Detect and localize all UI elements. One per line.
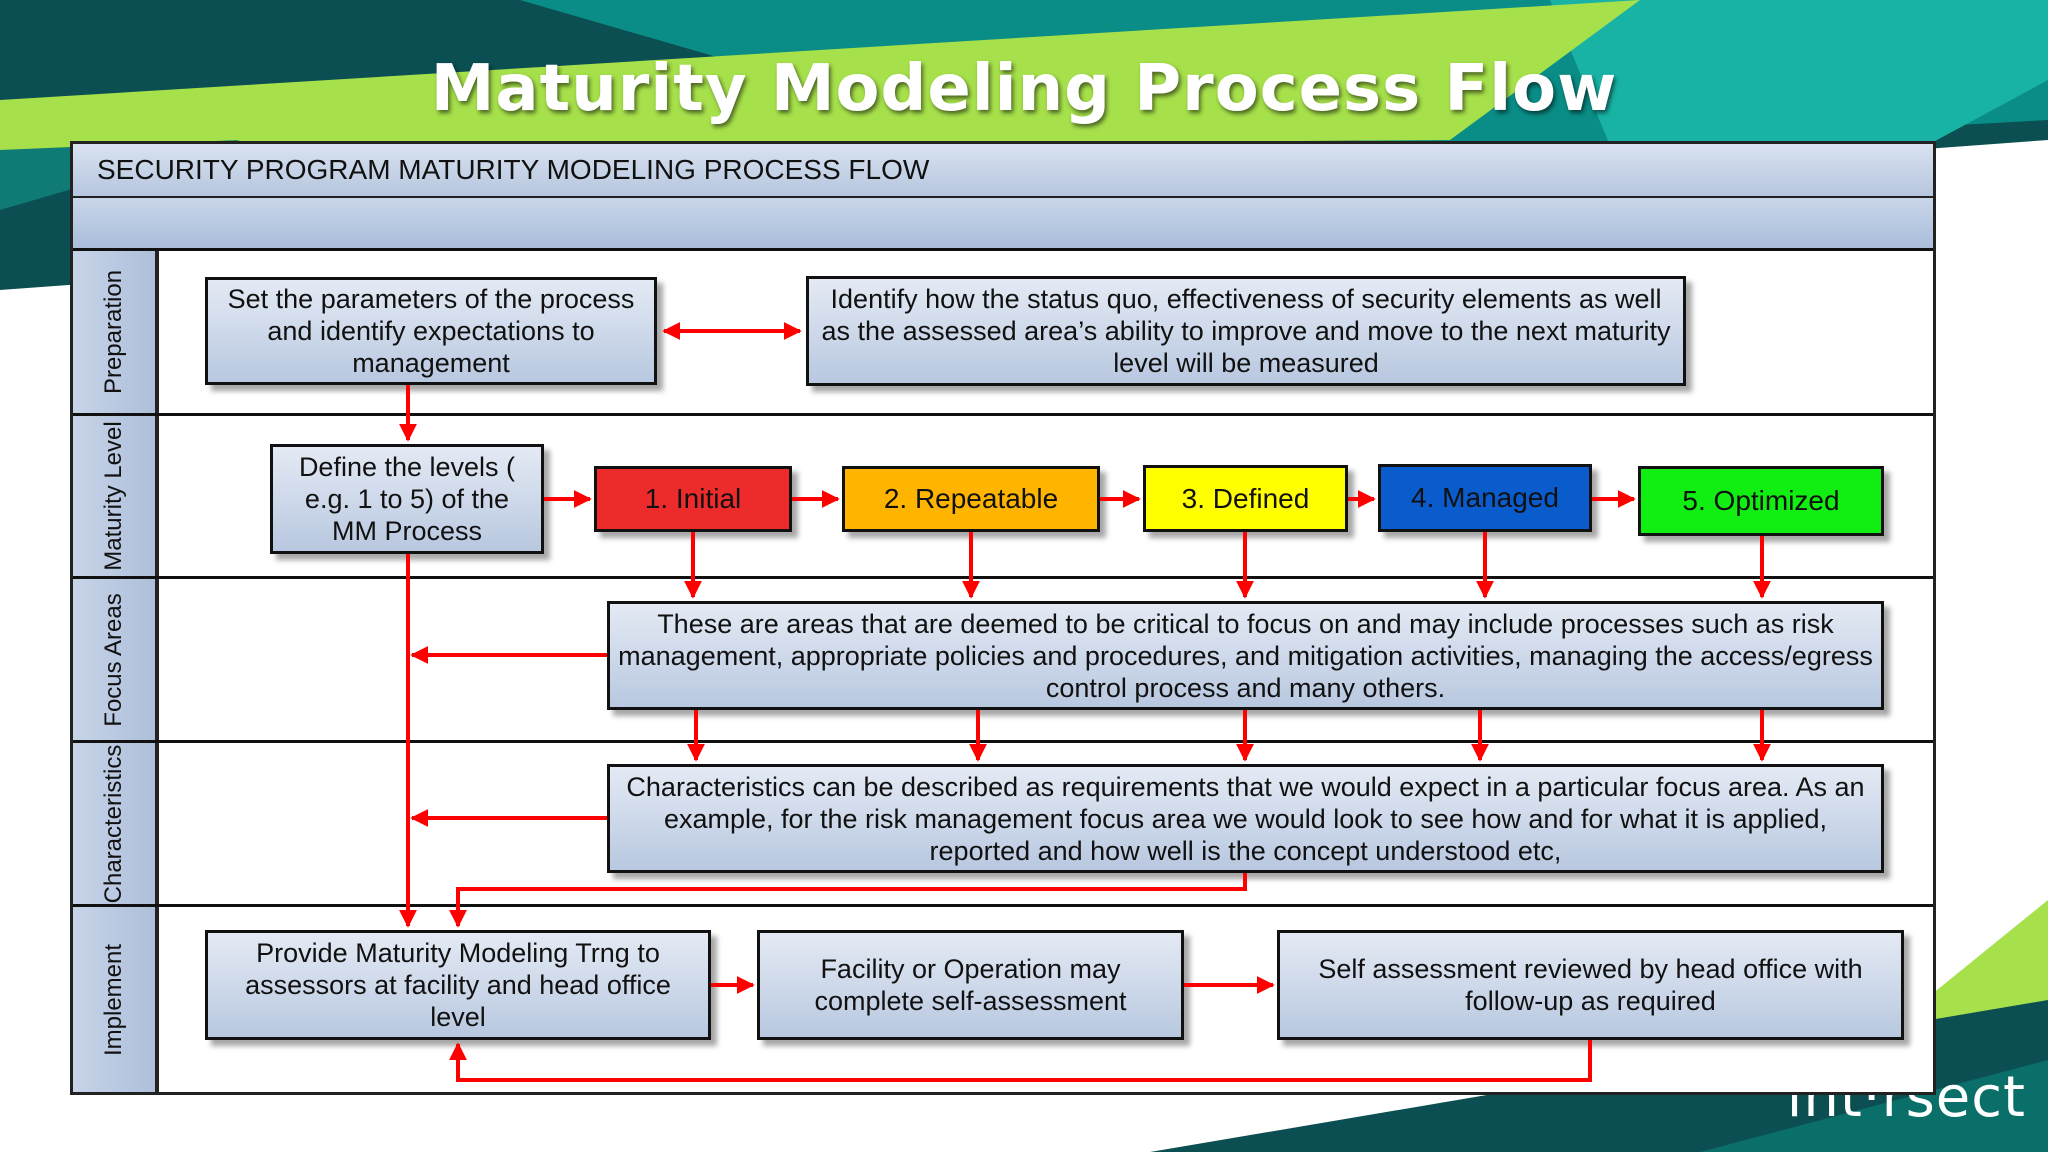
- slide-title: Maturity Modeling Process Flow: [430, 52, 1618, 126]
- lane-label-focus-areas: Focus Areas: [73, 579, 159, 740]
- level-optimized: 5. Optimized: [1638, 466, 1884, 536]
- box-set-parameters: Set the parameters of the process and id…: [205, 277, 657, 385]
- diagram-subheader: [73, 198, 1933, 251]
- box-provide-training: Provide Maturity Modeling Trng to assess…: [205, 930, 711, 1040]
- lane-label-maturity-level: Maturity Level: [73, 416, 159, 576]
- box-focus-areas: These are areas that are deemed to be cr…: [607, 601, 1884, 710]
- box-self-assessment: Facility or Operation may complete self-…: [757, 930, 1184, 1040]
- lane-implement: Implement: [73, 907, 1933, 1092]
- lane-label-characteristics: Characteristics: [73, 743, 159, 904]
- level-managed: 4. Managed: [1378, 464, 1592, 532]
- lane-label-implement: Implement: [73, 907, 159, 1092]
- box-identify-measures: Identify how the status quo, effectivene…: [806, 276, 1686, 386]
- level-repeatable: 2. Repeatable: [842, 466, 1100, 532]
- lane-label-preparation: Preparation: [73, 251, 159, 413]
- box-define-levels: Define the levels ( e.g. 1 to 5) of the …: [270, 444, 544, 554]
- lane-maturity-level: Maturity Level: [73, 416, 1933, 579]
- level-initial: 1. Initial: [594, 466, 792, 532]
- box-head-office-review: Self assessment reviewed by head office …: [1277, 930, 1904, 1040]
- box-characteristics: Characteristics can be described as requ…: [607, 764, 1884, 873]
- lane-focus-areas: Focus Areas: [73, 579, 1933, 743]
- diagram-title: SECURITY PROGRAM MATURITY MODELING PROCE…: [97, 154, 930, 185]
- level-defined: 3. Defined: [1143, 465, 1348, 532]
- lane-preparation: Preparation: [73, 251, 1933, 416]
- diagram-header: SECURITY PROGRAM MATURITY MODELING PROCE…: [73, 144, 1933, 198]
